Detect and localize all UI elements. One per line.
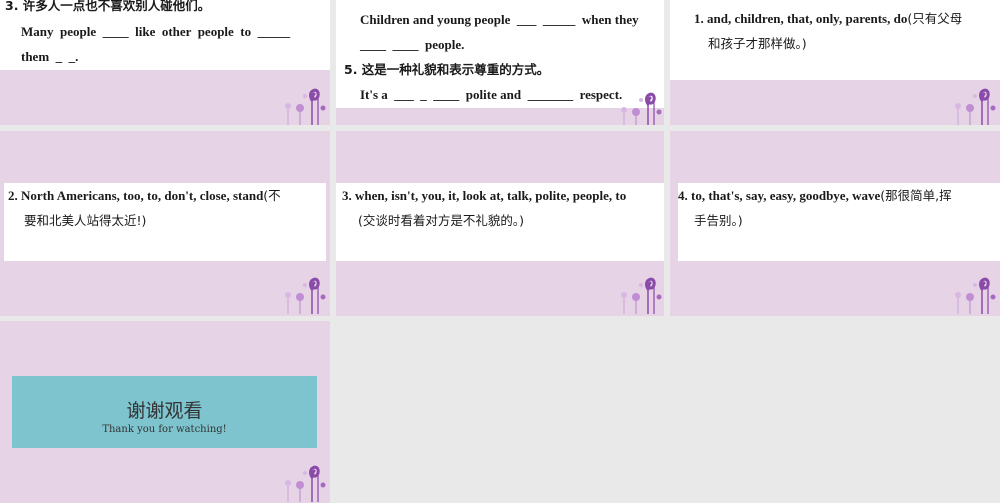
sentence-line: Children and young people ___ _____ when…	[360, 12, 639, 27]
flower-decoration-icon	[614, 90, 664, 125]
answer-words: 3. when, isn't, you, it, look at, talk, …	[342, 188, 627, 203]
answer-words: 4. to, that's, say, easy, goodbye, wave	[678, 188, 881, 203]
answer-translation: 手告别。)	[694, 213, 743, 228]
flower-decoration-icon	[278, 86, 328, 125]
answer-line: 2. North Americans, too, to, don't, clos…	[8, 183, 281, 208]
answer-line: 1. and, children, that, only, parents, d…	[694, 6, 962, 31]
answer-translation: (不	[263, 188, 281, 203]
answer-line: 4. to, that's, say, easy, goodbye, wave(…	[678, 183, 952, 208]
answer-translation: 和孩子才那样做。)	[708, 36, 807, 51]
thanks-banner: 谢谢观看 Thank you for watching!	[12, 376, 317, 448]
answer-panel	[670, 0, 1000, 80]
sentence-line: It's a ___ _ ____ polite and _______ res…	[360, 87, 623, 102]
question-5-header: 5. 这是一种礼貌和表示尊重的方式。	[344, 62, 550, 77]
slide-6: 4. to, that's, say, easy, goodbye, wave(…	[670, 131, 1000, 316]
answer-translation: (交谈时看着对方是不礼貌的。)	[358, 213, 525, 228]
answer-translation: (只有父母	[907, 11, 963, 26]
answer-panel	[678, 183, 1000, 261]
flower-decoration-icon	[948, 86, 998, 125]
flower-decoration-icon	[278, 275, 328, 315]
answer-words: 1. and, children, that, only, parents, d…	[694, 11, 908, 26]
answer-translation: (那很简单,挥	[880, 188, 952, 203]
sentence-line: ____ ____ people.	[360, 37, 465, 52]
answer-translation: 要和北美人站得太近!)	[24, 213, 147, 228]
sentence-line: Many people ____ like other people to __…	[21, 24, 291, 39]
thanks-subtitle: Thank you for watching!	[102, 424, 227, 435]
slide-2: ................... Children and young p…	[336, 0, 664, 125]
flower-decoration-icon	[278, 463, 328, 503]
sentence-line: them _ _.	[21, 49, 79, 64]
slide-4: 2. North Americans, too, to, don't, clos…	[0, 131, 330, 316]
slide-1: 3. 许多人一点也不喜欢别人碰他们。 Many people ____ like…	[0, 0, 330, 125]
flower-decoration-icon	[948, 275, 998, 315]
answer-words: 2. North Americans, too, to, don't, clos…	[8, 188, 264, 203]
question-3-header: 3. 许多人一点也不喜欢别人碰他们。	[5, 0, 211, 13]
slide-5: 3. when, isn't, you, it, look at, talk, …	[336, 131, 664, 316]
answer-panel	[336, 0, 664, 108]
answer-panel	[336, 183, 664, 261]
answer-panel	[0, 0, 330, 70]
slide-3: 1. and, children, that, only, parents, d…	[670, 0, 1000, 125]
thanks-title: 谢谢观看	[126, 400, 203, 422]
sentence-line: ...................	[361, 0, 423, 8]
flower-decoration-icon	[614, 275, 664, 315]
answer-panel	[4, 183, 326, 261]
